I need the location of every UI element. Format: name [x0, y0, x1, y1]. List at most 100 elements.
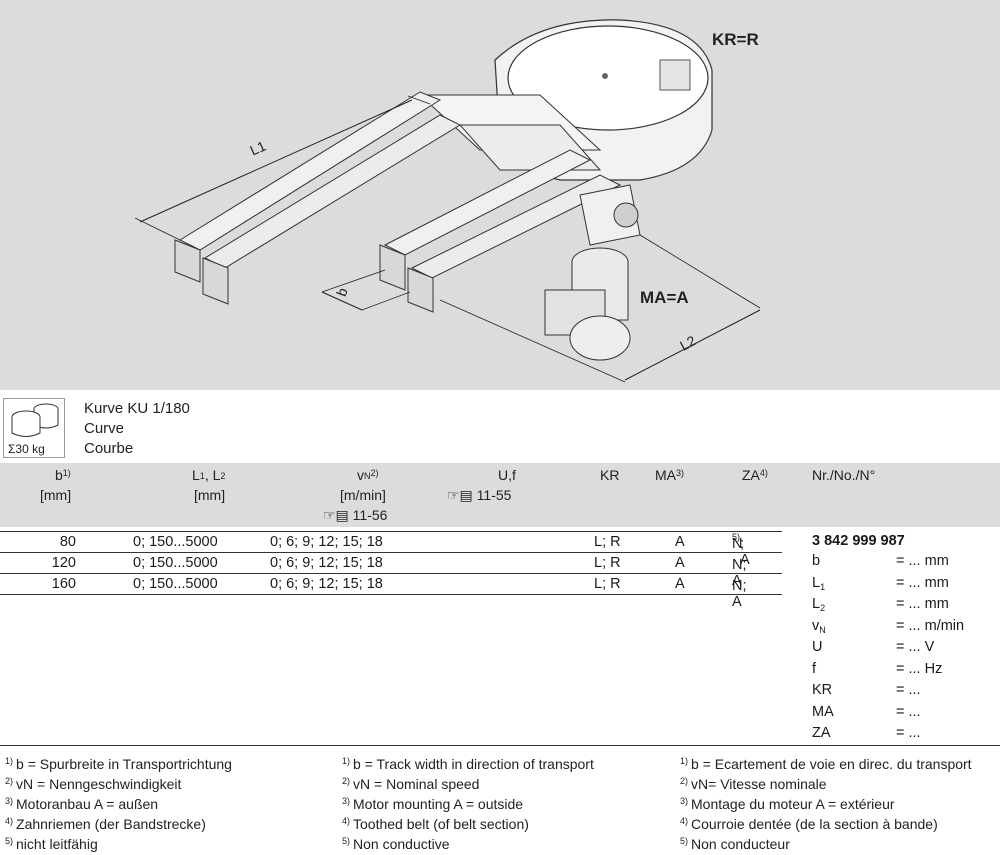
- order-spec-item: vN = ... m/min: [812, 618, 1000, 638]
- spec-key-text: MA: [812, 703, 834, 720]
- footnote-text: Zahnriemen (der Bandstrecke): [16, 816, 206, 832]
- footnote-fr: 5)Non conducteur: [680, 836, 790, 852]
- spec-key-text: ZA: [812, 725, 831, 741]
- footnote-text: Motor mounting A = outside: [353, 796, 524, 812]
- spec-key-sub: 1: [820, 581, 826, 592]
- spec-key-text: KR: [812, 682, 833, 698]
- col-uf-ref[interactable]: ☞▤ 11-55: [447, 487, 512, 503]
- order-number: 3 842 999 987: [812, 533, 905, 549]
- order-spec-item: KR = ...: [812, 682, 1000, 702]
- col-l: L1, L2: [192, 467, 226, 483]
- col-b: b1): [55, 467, 71, 483]
- title-de: Kurve KU 1/180: [84, 400, 190, 417]
- col-l-unit: [mm]: [194, 487, 226, 503]
- cell-ma: A: [675, 555, 685, 571]
- footnote-marker: 3): [5, 796, 14, 806]
- cell-b: 160: [51, 576, 76, 592]
- spec-value: = ... mm: [896, 553, 949, 569]
- footnote-en: 3)Motor mounting A = outside: [342, 796, 523, 812]
- footnote-de: 5)nicht leitfähig: [5, 836, 98, 852]
- spec-value: = ...: [896, 682, 921, 698]
- spec-key-text: v: [812, 617, 820, 634]
- col-ma: MA3): [655, 467, 685, 483]
- weight-icon: Σ30 kg: [3, 398, 65, 458]
- cell-kr: L; R: [594, 534, 621, 550]
- spec-value: = ...: [896, 725, 921, 741]
- order-spec-item: f = ... Hz: [812, 661, 1000, 681]
- footnote-fr: 3)Montage du moteur A = extérieur: [680, 796, 895, 812]
- spec-key-sub: 2: [820, 603, 826, 613]
- cell-b: 80: [59, 534, 76, 550]
- cell-vn: 0; 6; 9; 12; 15; 18: [270, 576, 383, 592]
- col-vn-ref[interactable]: ☞▤ 11-56: [323, 507, 388, 523]
- footnote-rule: [0, 745, 1000, 746]
- col-kr: KR: [600, 467, 620, 483]
- spec-value: = ... mm: [896, 596, 949, 612]
- spec-value: = ... mm: [896, 574, 949, 591]
- spec-key: vN: [812, 617, 826, 635]
- footnote-de: 2)vN = Nenngeschwindigkeit: [5, 776, 181, 792]
- spec-value: = ... m/min: [896, 617, 965, 634]
- conveyor-drawing: [134, 19, 761, 383]
- footnote-text: vN = Nenngeschwindigkeit: [16, 776, 182, 792]
- col-b-unit: [mm]: [40, 487, 72, 503]
- footnote-fr: 1)b = Ecartement de voie en direc. du tr…: [680, 756, 972, 772]
- col-za: ZA4): [742, 467, 768, 483]
- footnote-marker: 2): [5, 776, 14, 786]
- footnote-marker: 1): [5, 756, 14, 766]
- spec-key-text: U: [812, 639, 823, 655]
- col-nr: Nr./No./N°: [812, 467, 876, 483]
- cell-l: 0; 150...5000: [133, 534, 218, 550]
- col-vn-unit: [m/min]: [340, 487, 386, 503]
- spec-value: = ... Hz: [896, 660, 943, 677]
- footnote-text: Non conducteur: [691, 836, 790, 852]
- footnote-en: 1)b = Track width in direction of transp…: [342, 756, 594, 772]
- ma-label: MA=A: [640, 288, 689, 307]
- cell-ma: A: [675, 576, 685, 592]
- spec-key-text: b: [812, 553, 821, 569]
- footnote-marker: 5): [342, 836, 351, 846]
- title-fr: Courbe: [84, 440, 134, 457]
- kr-label: KR=R: [712, 30, 759, 49]
- order-spec-item: b = ... mm: [812, 553, 1000, 573]
- cell-l: 0; 150...5000: [133, 576, 218, 592]
- cell-za-sup: 5): [732, 532, 741, 542]
- cell-za-pre: N: [732, 536, 743, 552]
- footnote-marker: 4): [342, 816, 351, 826]
- footnote-fr: 4)Courroie dentée (de la section à bande…: [680, 816, 938, 832]
- cell-l: 0; 150...5000: [133, 555, 218, 571]
- footnote-marker: 1): [342, 756, 351, 766]
- footnote-text: Non conductive: [353, 836, 450, 852]
- spec-key-text: f: [812, 660, 817, 677]
- weights-icon: [11, 403, 59, 437]
- order-spec-item: L2 = ... mm: [812, 596, 1000, 616]
- conveyor-curve-figure: KR=R MA=A L1 L2 b: [0, 0, 1000, 390]
- cell-vn: 0; 6; 9; 12; 15; 18: [270, 534, 383, 550]
- cell-za-post: ; A: [740, 536, 750, 568]
- footnote-text: b = Spurbreite in Transportrichtung: [16, 756, 232, 772]
- spec-key: KR: [812, 682, 832, 698]
- cell-kr: L; R: [594, 555, 621, 571]
- order-spec-item: U= ... V: [812, 639, 1000, 659]
- footnote-marker: 3): [680, 796, 689, 806]
- spec-key: f: [812, 661, 816, 677]
- footnote-text: Montage du moteur A = extérieur: [691, 796, 895, 812]
- weight-label: Σ30 kg: [8, 442, 45, 456]
- spec-value: = ...: [896, 703, 921, 720]
- table-row: 120 0; 150...5000 0; 6; 9; 12; 15; 18 L; R A…: [0, 553, 782, 589]
- spec-key-text: L: [812, 574, 821, 591]
- cell-vn: 0; 6; 9; 12; 15; 18: [270, 555, 383, 571]
- spec-key: ZA: [812, 725, 831, 741]
- title-en: Curve: [84, 420, 125, 437]
- table-top-rule: [0, 531, 782, 532]
- footnote-marker: 2): [680, 776, 689, 786]
- spec-key-text: L: [812, 596, 821, 612]
- cell-b: 120: [51, 555, 76, 571]
- footnote-marker: 4): [5, 816, 14, 826]
- cell-ma: A: [675, 534, 685, 550]
- order-spec-item: L1 = ... mm: [812, 575, 1000, 595]
- footnote-text: Courroie dentée (de la section à bande): [691, 816, 938, 832]
- footnote-en: 4)Toothed belt (of belt section): [342, 816, 529, 832]
